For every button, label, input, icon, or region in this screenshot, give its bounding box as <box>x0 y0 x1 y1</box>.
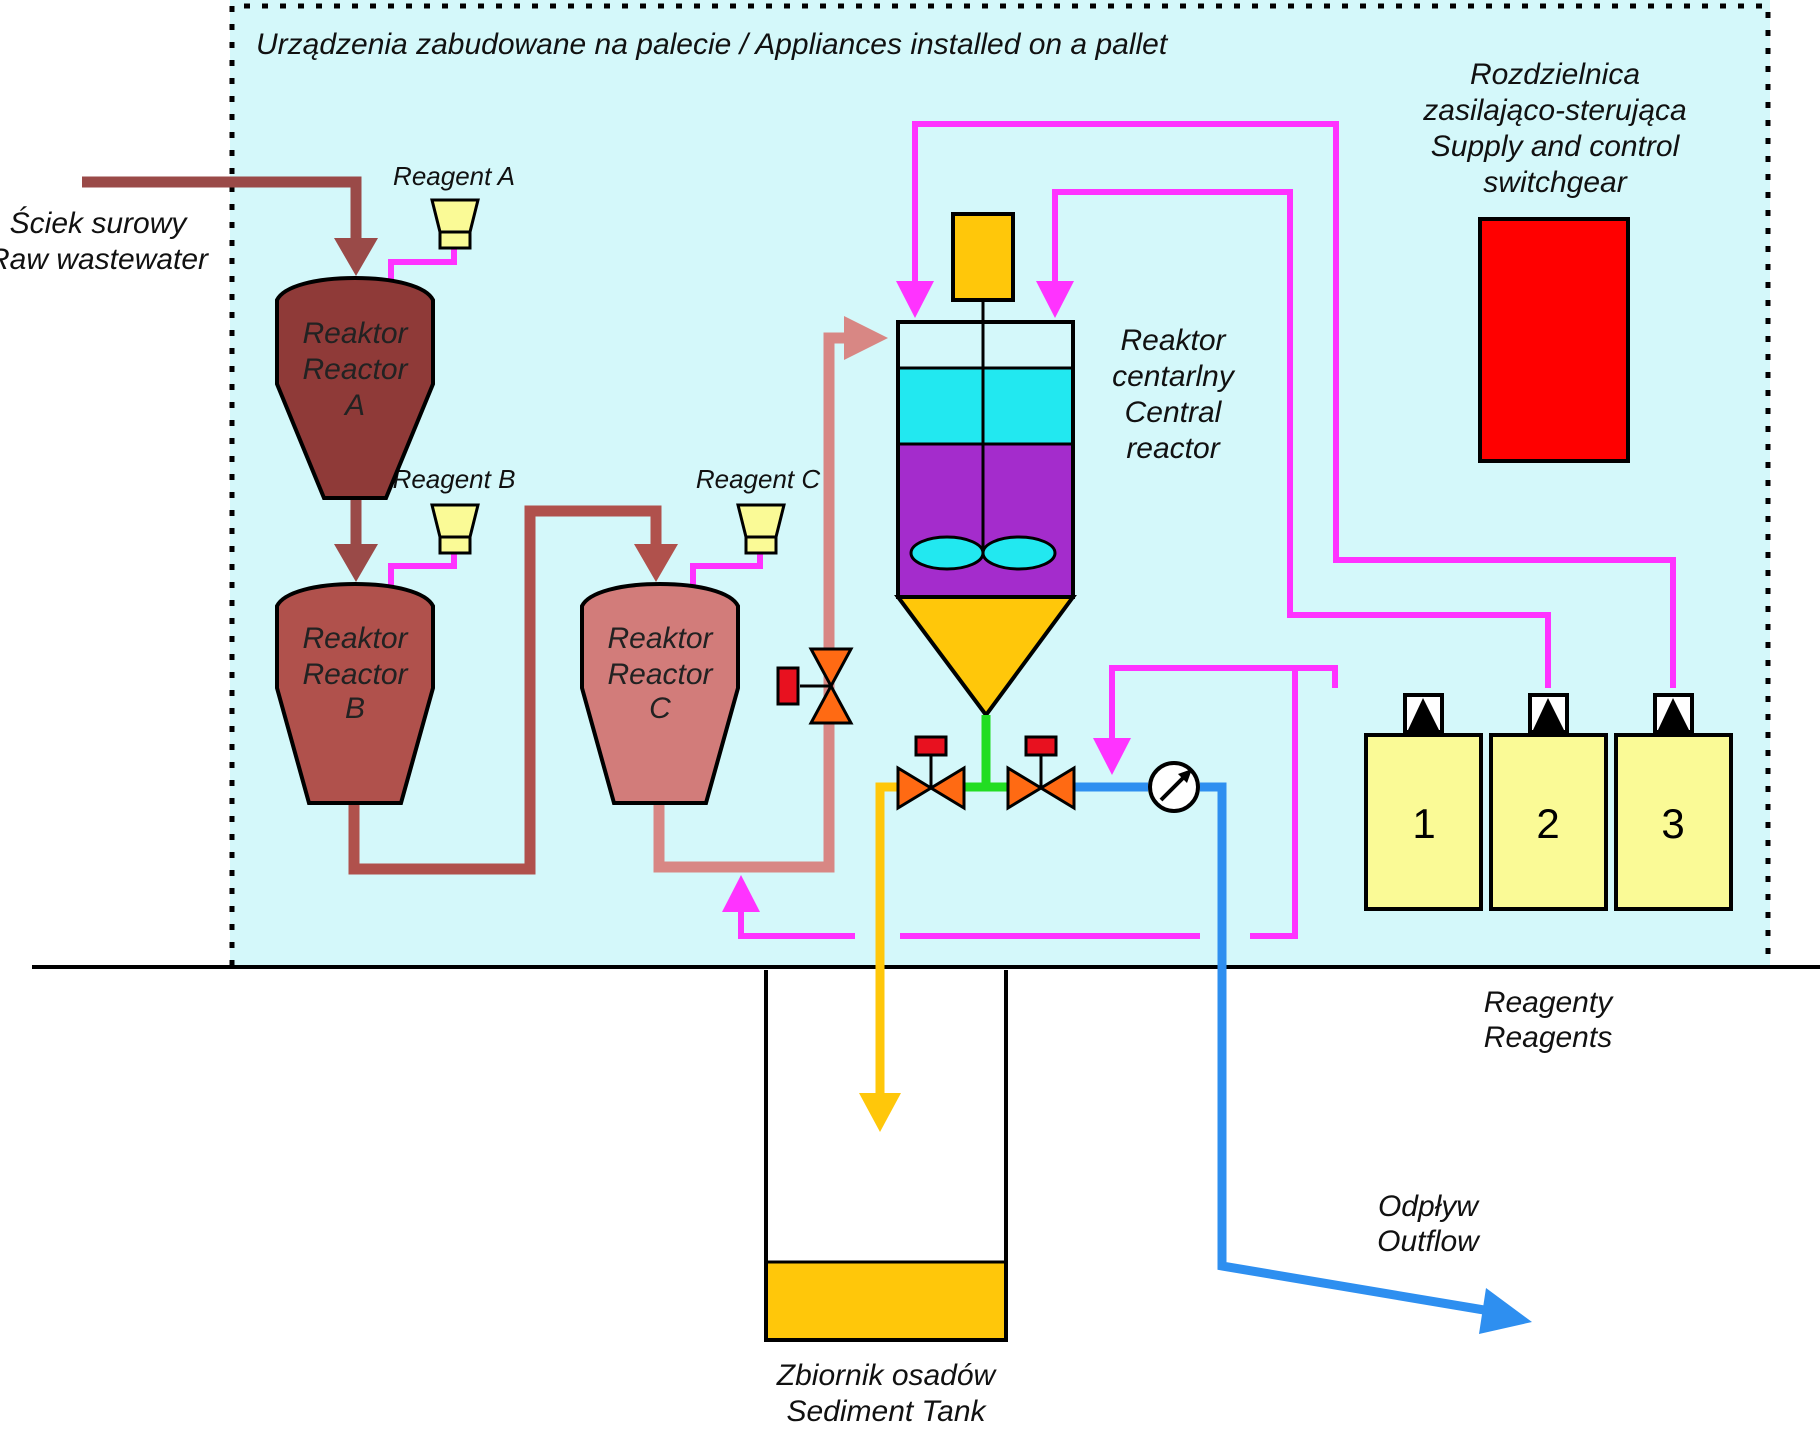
sludge-valve <box>896 735 966 811</box>
reagent-tank-3: 3 <box>1614 693 1733 911</box>
pipe-c-to-central <box>653 316 888 873</box>
sediment-tank-label-2: Sediment Tank <box>786 1395 987 1428</box>
central-reactor-label-4: reactor <box>1126 432 1220 465</box>
reactor-c-label-1: Reaktor <box>607 622 713 655</box>
reagent-supply-1 <box>1093 665 1338 775</box>
reagent-supply-2 <box>1036 189 1551 688</box>
sludge-pipe <box>859 782 901 1132</box>
reactor-b-label-1: Reaktor <box>302 622 408 655</box>
reagent-a-label: Reagent A <box>393 161 515 191</box>
mixer-blade-left <box>909 535 985 571</box>
reagent-tank-3-number: 3 <box>1661 800 1684 847</box>
reactor-b-label-2: Reactor <box>302 658 408 691</box>
reagent-tank-1-number: 1 <box>1412 800 1435 847</box>
reagent-b-dispenser <box>430 503 480 555</box>
central-reactor <box>894 212 1077 719</box>
pallet-border <box>229 3 1771 966</box>
water-valve <box>1006 735 1076 811</box>
sediment-tank <box>764 970 1008 1342</box>
reagent-tank-1: 1 <box>1364 693 1483 911</box>
mixer-motor <box>951 212 1015 302</box>
central-reactor-label-1: Reaktor <box>1120 324 1226 357</box>
raw-wastewater-pipe <box>82 176 378 276</box>
reagent-supply-3 <box>896 121 1676 688</box>
reactor-b-label-3: B <box>345 692 365 725</box>
valve-c-line <box>776 647 854 725</box>
reactor-b <box>275 581 435 805</box>
reactor-a-label-3: A <box>343 389 365 422</box>
switchgear-label-2: zasilająco-sterująca <box>1422 94 1686 127</box>
reagent-line-c <box>690 553 763 588</box>
switchgear-label-3: Supply and control <box>1431 130 1681 163</box>
reagent-line-a <box>388 248 457 282</box>
reagent-b-label: Reagent B <box>393 464 516 494</box>
reactor-c <box>580 581 740 805</box>
reagents-label-1: Reagenty <box>1484 986 1614 1019</box>
reactor-a <box>275 275 435 500</box>
reactor-c-label-3: C <box>649 692 671 725</box>
reactor-a-label-2: Reactor <box>302 353 408 386</box>
pallet-label: Urządzenia zabudowane na palecie / Appli… <box>256 28 1169 61</box>
reagent-a-dispenser <box>430 198 480 250</box>
reagent-return-loop <box>722 668 1298 939</box>
reagent-c-dispenser <box>736 503 786 555</box>
outlet-manifold <box>957 715 1014 792</box>
switchgear-cabinet <box>1478 217 1630 463</box>
sediment-tank-label-1: Zbiornik osadów <box>776 1359 998 1392</box>
outflow-label-1: Odpływ <box>1378 1190 1480 1223</box>
pipe-b-to-c <box>348 505 678 875</box>
switchgear-label-1: Rozdzielnica <box>1470 58 1640 91</box>
reagents-label-2: Reagents <box>1484 1021 1612 1054</box>
flow-meter-icon <box>1148 761 1200 813</box>
reagent-line-b <box>388 553 457 588</box>
inflow-label-en: Raw wastewater <box>0 243 209 276</box>
reagent-c-label: Reagent C <box>696 464 821 494</box>
switchgear-label-4: switchgear <box>1483 166 1627 199</box>
clean-water-pipe <box>1073 782 1532 1334</box>
central-reactor-label-2: centarlny <box>1112 360 1236 393</box>
outflow-label-2: Outflow <box>1377 1225 1481 1258</box>
inflow-label-pl: Ściek surowy <box>10 206 189 240</box>
reagent-tank-2-number: 2 <box>1536 800 1559 847</box>
reactor-a-label-1: Reaktor <box>302 317 408 350</box>
central-reactor-label-3: Central <box>1125 396 1223 429</box>
pipe-a-to-b <box>334 496 378 582</box>
mixer-blade-right <box>981 535 1057 571</box>
reagent-tank-2: 2 <box>1489 693 1608 911</box>
reactor-c-label-2: Reactor <box>607 658 713 691</box>
